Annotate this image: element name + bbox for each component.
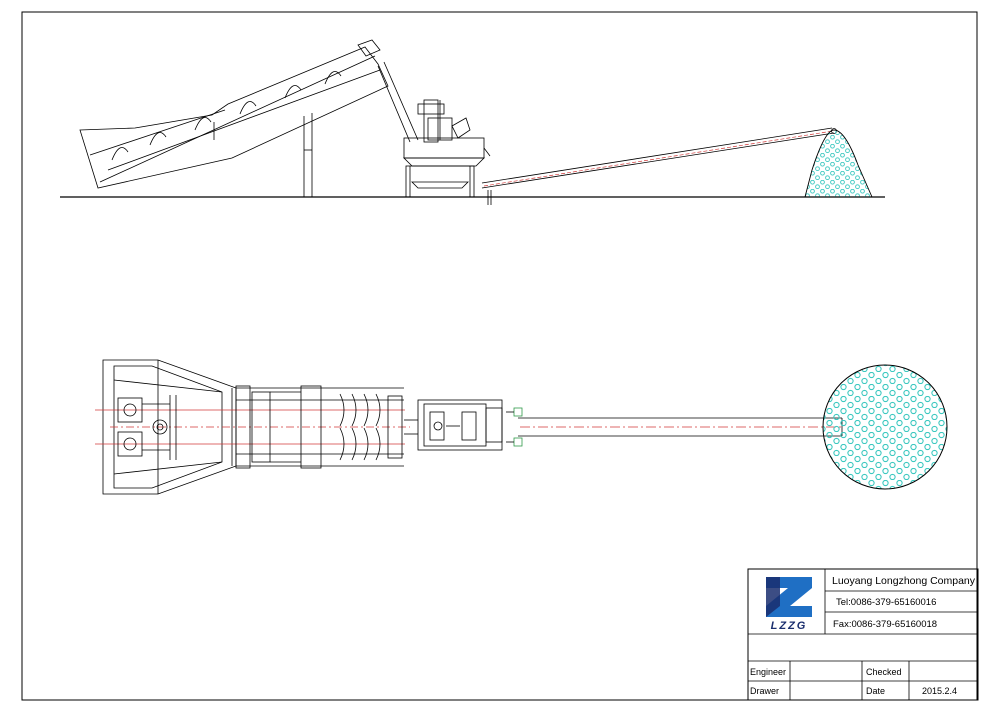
- date-label: Date: [866, 686, 885, 696]
- joint-top: [513, 407, 523, 417]
- inlet-hopper: [357, 39, 381, 57]
- logo-text: LZZG: [771, 620, 808, 632]
- plan-sand-pile: [822, 364, 948, 490]
- engineer-label: Engineer: [750, 667, 786, 677]
- side-sand-pile: [804, 129, 873, 198]
- stacking-conveyor: [481, 127, 837, 205]
- joint-bottom: [513, 437, 523, 447]
- drawer-label: Drawer: [750, 686, 779, 696]
- plan-shafts: [117, 395, 177, 460]
- lzzg-logo: LZZG: [766, 577, 812, 632]
- tel-number: Tel:0086-379-65160016: [836, 597, 936, 608]
- checked-label: Checked: [866, 667, 902, 677]
- plan-trough: [235, 385, 404, 469]
- company-name: Luoyang Longzhong Company: [832, 575, 976, 587]
- plan-conveyor: [506, 407, 843, 447]
- screw-washer-trough: [79, 39, 389, 189]
- plan-dewatering-unit: [404, 399, 503, 451]
- date-value: 2015.2.4: [922, 686, 957, 696]
- fax-number: Fax:0086-379-65160018: [833, 619, 937, 630]
- plan-view: [95, 359, 948, 495]
- plan-screw-flights: [339, 393, 403, 461]
- dewatering-unit: [377, 61, 491, 198]
- drawing-border: [21, 11, 978, 701]
- trough-supports: [213, 113, 313, 197]
- cyclone: [451, 117, 471, 139]
- title-block: LZZG Luoyang Longzhong Company Tel:0086-…: [747, 568, 979, 701]
- screw-flights: [111, 71, 342, 161]
- side-elevation-view: [60, 39, 885, 205]
